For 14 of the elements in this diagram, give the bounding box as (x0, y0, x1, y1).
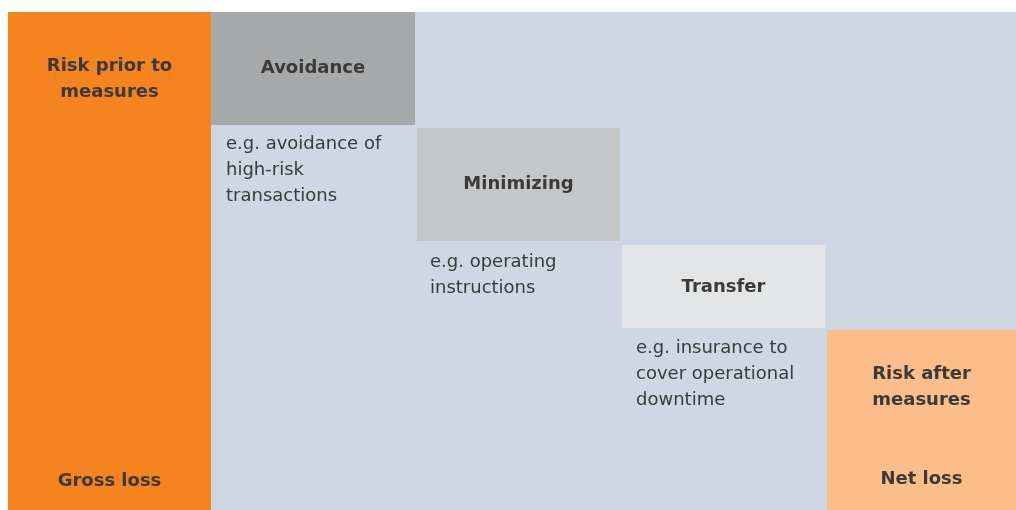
block-title: Avoidance (259, 55, 367, 79)
block (827, 330, 1016, 510)
loss-label: Net loss (879, 466, 964, 490)
block (417, 128, 620, 241)
loss-label: Gross loss (56, 468, 163, 492)
block-title: Risk prior to measures (45, 53, 174, 103)
block (211, 12, 415, 125)
block-title: Risk after measures (871, 361, 972, 411)
block-title: Minimizing (462, 171, 575, 195)
block (8, 12, 211, 510)
example-text: e.g. avoidance of high-risk transactions (226, 131, 383, 207)
example-text: e.g. operating instructions (430, 249, 558, 299)
block-title: Transfer (680, 274, 767, 298)
example-text: e.g. insurance to cover operational downtime (636, 335, 796, 411)
